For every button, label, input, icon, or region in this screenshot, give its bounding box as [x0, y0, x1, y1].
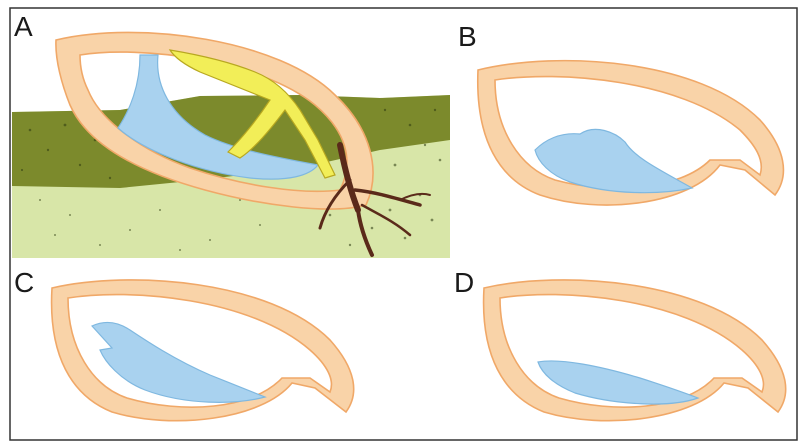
panel-label-a: A: [14, 11, 33, 42]
panel-label-d: D: [454, 267, 474, 298]
panel-label-c: C: [14, 267, 34, 298]
panel-label-b: B: [458, 21, 477, 52]
